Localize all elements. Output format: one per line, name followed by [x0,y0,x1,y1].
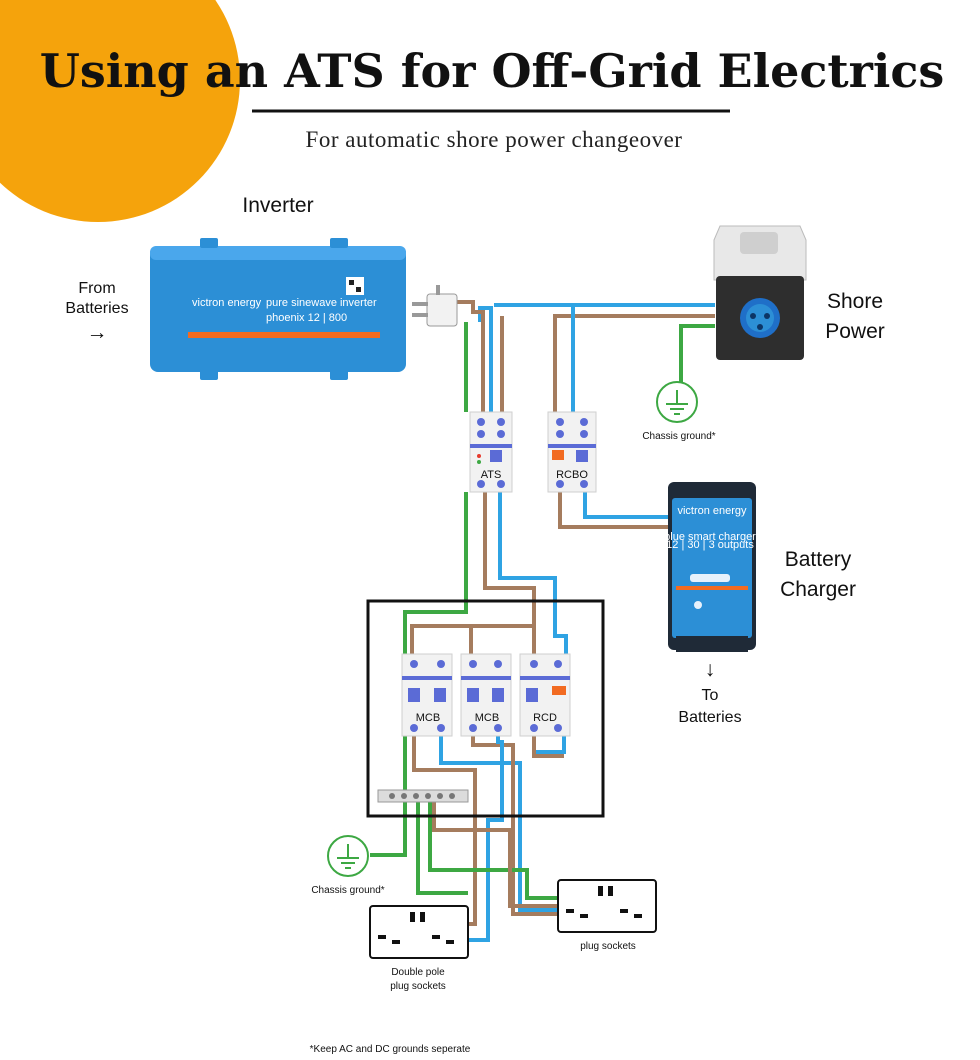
double-socket-right [557,879,657,933]
inverter-orange-stripe [188,332,380,338]
rcd-label: RCD [533,712,557,724]
accent-circle [0,0,240,222]
inverter-brand: victron energy [192,297,262,309]
ground-symbol-bottom-icon [327,835,369,877]
chassis-ground-bottom-label: Chassis ground* [311,885,384,896]
rcbo-label: RCBO [556,469,588,481]
rcd [519,653,571,737]
inverter-heading: Inverter [242,194,313,217]
battery-charger: victron energy blue smart charger 12 | 3… [664,482,756,652]
mcb-1 [401,653,453,737]
from-batteries-line2: Batteries [65,300,128,317]
from-batteries-line1: From [78,280,115,297]
charger-model: blue smart charger [664,531,756,543]
inverter-model-line1: pure sinewave inverter [266,297,377,309]
inverter: victron energy pure sinewave inverter ph… [150,238,406,380]
qr-code [346,277,364,295]
inverter-model-line2: phoenix 12 | 800 [266,312,347,324]
consumer-unit-box [366,599,605,818]
wiring [370,300,715,942]
to-batteries-line2: Batteries [678,709,741,726]
charger-brand: victron energy [677,505,747,517]
mcb-1-label: MCB [416,712,440,724]
right-arrow-icon: → [87,321,108,344]
shore-power-line2: Power [825,320,885,343]
page-title: Using an ATS for Off-Grid Electrics [40,44,945,98]
inverter-plug [412,285,458,327]
sockets-left-line2: plug sockets [390,981,446,992]
sockets-right-label: plug sockets [580,941,636,952]
mcb-2 [460,653,512,737]
charger-line1: Battery [785,548,852,571]
page-subtitle: For automatic shore power changeover [306,127,683,152]
ats-label: ATS [481,469,502,481]
ats-switch [469,411,513,493]
ground-symbol-icon [656,381,698,423]
footnote: *Keep AC and DC grounds seperate [310,1044,471,1055]
double-socket-left [369,905,469,959]
sockets-left-line1: Double pole [391,967,445,978]
shore-power-inlet [713,225,807,360]
rcbo [547,411,597,493]
charger-line2: Charger [780,578,856,601]
earth-bar [377,789,469,803]
charger-spec: 12 | 30 | 3 outputs [666,539,754,551]
mcb-2-label: MCB [475,712,499,724]
chassis-ground-top-label: Chassis ground* [642,431,715,442]
down-arrow-icon: ↓ [705,658,716,681]
to-batteries-line1: To [702,687,719,704]
shore-power-line1: Shore [827,290,883,313]
